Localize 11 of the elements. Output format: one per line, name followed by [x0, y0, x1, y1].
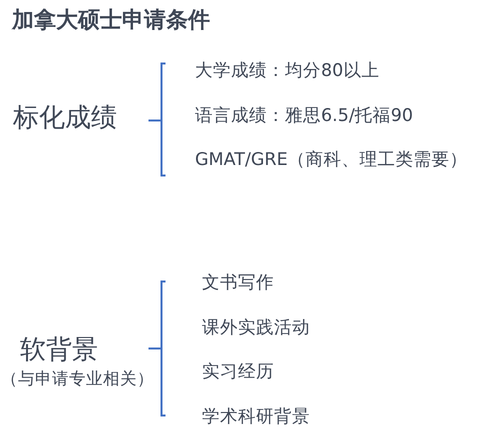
item-text: 文书写作: [202, 272, 274, 294]
item-text: GMAT/GRE（商科、理工类需要）: [195, 150, 468, 170]
item-text: 实习经历: [202, 362, 274, 382]
diagram-title: 加拿大硕士申请条件: [12, 8, 210, 34]
item-text: 课外实践活动: [202, 318, 310, 338]
group-heading: 软背景: [20, 335, 98, 367]
group-heading: 标化成绩: [13, 103, 117, 135]
item-text: 学术科研背景: [202, 406, 310, 428]
item-text: 大学成绩：均分80以上: [195, 60, 380, 82]
item-text: 语言成绩：雅思6.5/托福90: [195, 106, 413, 126]
group-note: （与申请专业相关）: [1, 369, 154, 389]
